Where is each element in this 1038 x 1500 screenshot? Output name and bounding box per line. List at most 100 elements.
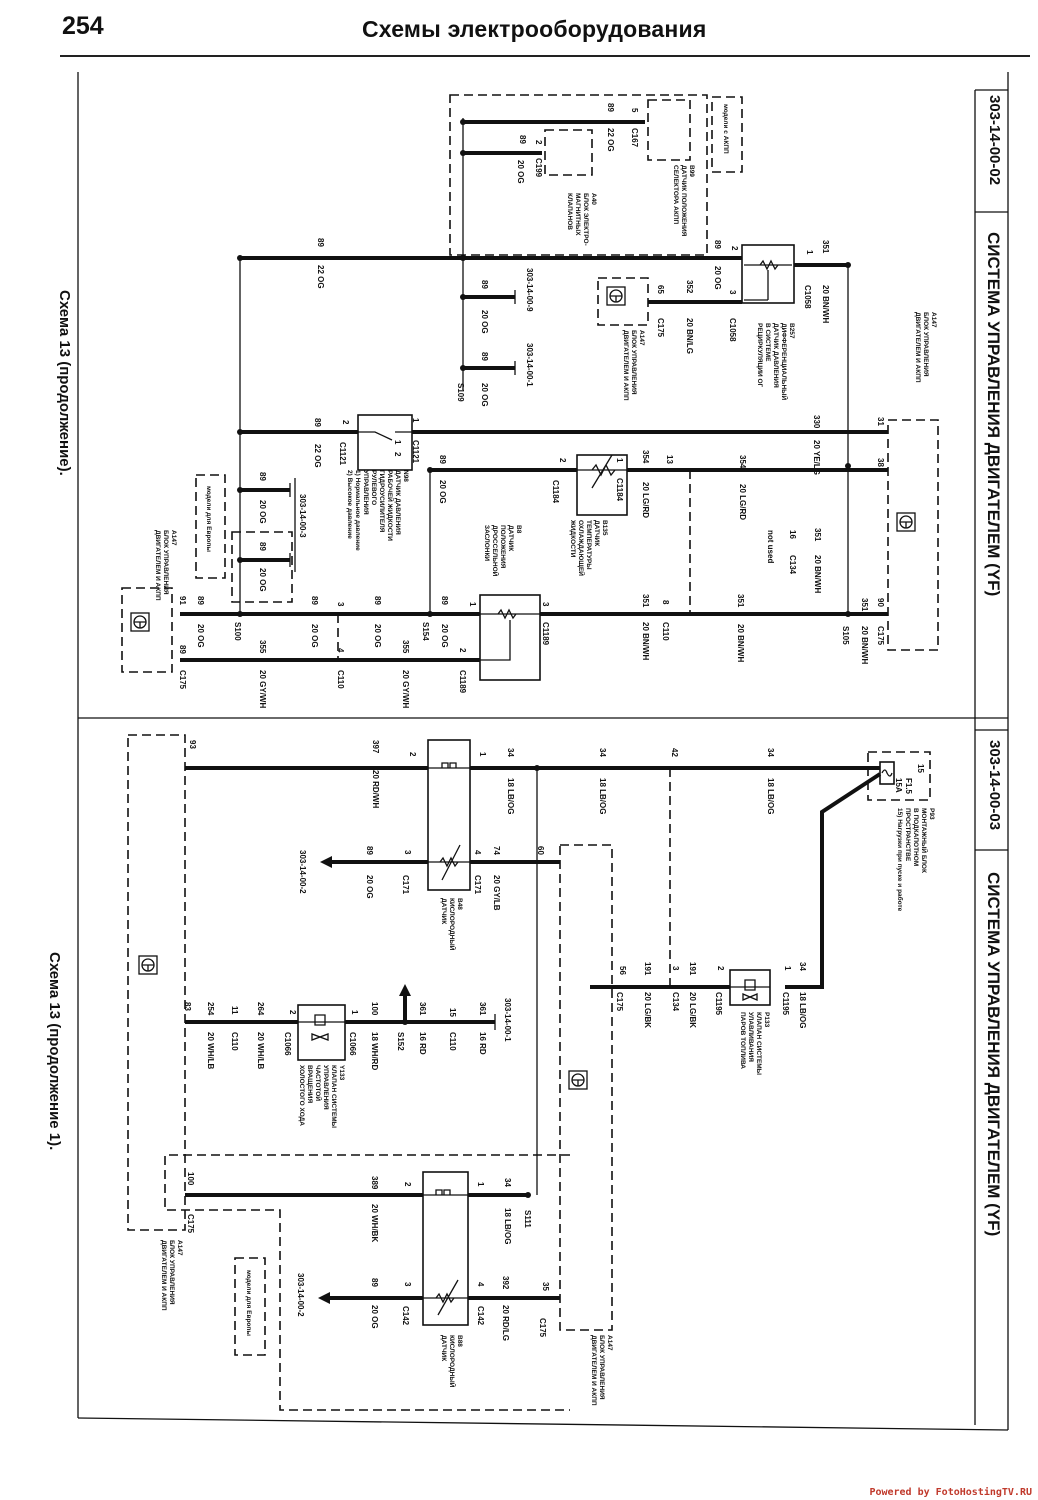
fuse-rating: 15A [894,778,903,793]
wire-label: 20 OG [310,624,319,648]
component-description: КЛАПАН СИСТЕМЫ [330,1065,337,1128]
wire-label: C1058 [728,318,737,342]
wire-label: 4 [473,850,482,855]
note-label: модели для Европы [245,1270,252,1336]
wire-label: 20 LG/RD [738,484,747,520]
wire-label: 361 [418,1002,427,1016]
wire-label: C110 [448,1032,457,1051]
wire-label: 351 [821,240,830,254]
wire-label: C110 [230,1032,239,1051]
control-unit-icon [568,1070,588,1090]
wire-label: 20 OG [480,310,489,334]
b88-box [422,1171,469,1326]
page-title: Схемы электрооборудования [362,16,707,42]
component-description: ДРОССЕЛЬНОЙ [491,525,500,577]
component-description: В ПОДКАПОТНОМ [912,808,919,866]
component-id: A147 [930,312,937,328]
wire-label: C175 [615,992,624,1012]
wire-label: 2 [730,246,739,251]
component-id: B99 [688,165,695,177]
wire-label: 100 [186,1172,195,1186]
wire-label: S100 [233,622,242,641]
wire-label: 303-14-00-9 [525,268,534,312]
wire-label: 2 [403,1182,412,1187]
component-description: ПРОСТРАНСТВЕ [904,808,911,862]
wire-label: 20 LG/BK [643,992,652,1028]
fuse-name: F1.5 [904,778,913,795]
wire-label: 1 [411,418,420,423]
component-description: ДАТЧИК [593,520,600,546]
wire-label: 20 OG [713,266,722,290]
wire-label: C1189 [541,622,550,646]
component-id: N98 [402,470,409,482]
potentiometer-icon [744,259,792,301]
wire-label: C167 [630,128,639,148]
component-description: БЛОК УПРАВЛЕНИЯ [598,1335,605,1400]
wire-label: 20 BN/WH [860,626,869,664]
component-description: УПРАВЛЕНИЯ [322,1065,329,1110]
component-description: УЛАВЛИВАНИЯ [747,1012,754,1062]
section-title: СИСТЕМА УПРАВЛЕНИЯ ДВИГАТЕЛЕМ (YF) [984,872,1003,1236]
wire-label: C1066 [348,1032,357,1056]
component-description: БЛОК УПРАВЛЕНИЯ [168,1240,175,1305]
a147-bottom-box [559,844,613,1331]
wire-label: 20 RD/LG [501,1305,510,1341]
wire-label: C1058 [803,285,812,309]
wire-label: 56 [618,966,627,975]
section-code: 303-14-00-03 [986,740,1003,830]
wire-label: 20 OG [258,568,267,592]
figure-caption: Схема 13 (продолжение). [56,290,73,476]
wire-label: 65 [656,285,665,294]
component-description: 1) Нормальное давление [354,470,361,551]
component-id: P93 [928,808,935,820]
component-description: СЕЛЕКТОРА АКПП [672,165,679,225]
wire-label: 1 [615,458,624,463]
wire-label: 303-14-00-1 [525,343,534,387]
wire-label: C1066 [283,1032,292,1056]
wire-label: 2 [341,420,350,425]
wire-label: 89 [440,596,449,605]
wire-label: 89 [480,280,489,289]
wire-label: 1 [478,752,487,757]
wire-label: 303-14-00-1 [503,998,512,1042]
component-description: ТЕМПЕРАТУРЫ [585,520,592,570]
wire-label: 20 OG [258,500,267,524]
wire-label: 20 WH/BK [370,1204,379,1242]
wire-label: 74 [492,846,501,855]
component-id: P133 [763,1012,770,1028]
component-description: БЛОК ЭЛЕКТРО- [582,193,589,246]
wire-label: 89 [310,596,319,605]
wire-label: 20 LG/BK [688,992,697,1028]
wire-label: 42 [670,748,679,757]
wire-label: C110 [661,622,670,641]
component-description: ДВИГАТЕЛЕМ И АКПП [154,530,161,601]
component-id: A147 [638,330,645,346]
control-unit-icon [130,612,150,632]
wire-label: 20 OG [196,624,205,648]
wire-label: 1 [783,966,792,971]
arrow-left-icon [318,1292,330,1304]
wire-label: 1 [476,1182,485,1187]
wire-label: C1184 [551,480,560,504]
arrow-left-icon [320,856,332,868]
wire-label: 3 [403,1282,412,1287]
wire-label: 20 YE/LG [812,440,821,475]
wire-label: 2 [288,1010,297,1015]
wire-label: S105 [841,626,850,645]
wire-label: 20 OG [373,624,382,648]
note-label: модели с АКПП [722,104,729,154]
component-description: ОХЛАЖДАЮЩЕЙ [577,520,586,576]
wire-label: 8 [661,600,670,605]
wire-label: C1195 [714,992,723,1016]
component-description: ЗАСЛОНКИ [483,525,490,561]
wire-label: 22 OG [606,128,615,152]
wire-label: 18 LB/OG [506,778,515,814]
a40-box [544,129,593,176]
figure-caption: Схема 13 (продолжение 1). [46,952,63,1150]
b99-box [647,99,691,161]
wire-label: 11 [230,1006,239,1015]
bottom-schematic-wires [127,734,931,1411]
wire-label: 3 [336,602,345,607]
wire-label: 89 [373,596,382,605]
wire-label: C175 [656,318,665,338]
